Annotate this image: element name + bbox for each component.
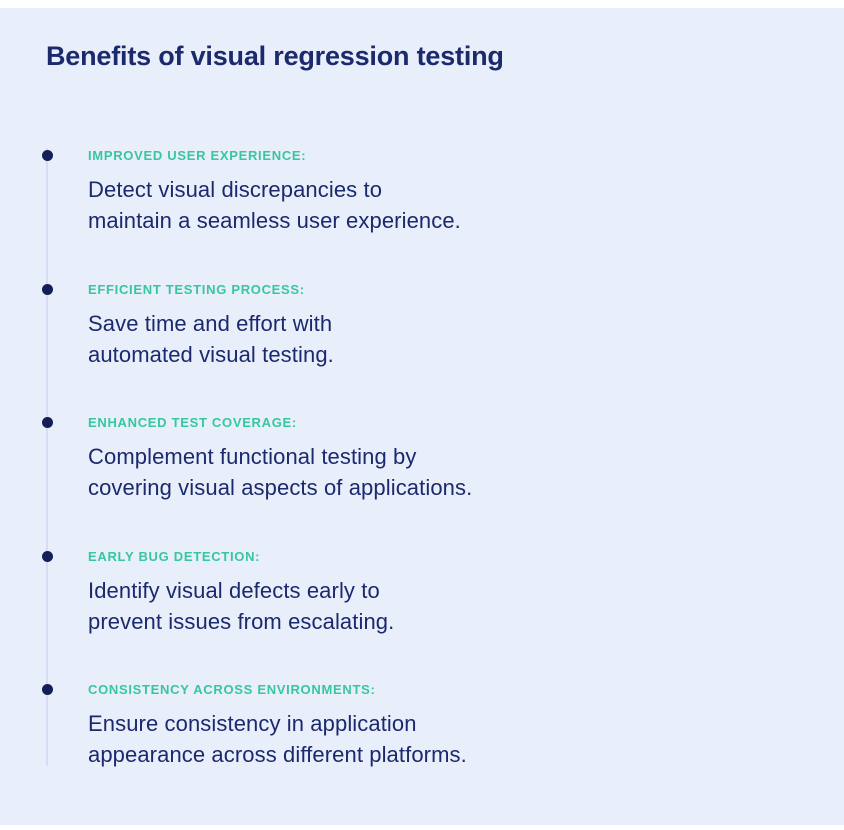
benefit-body: Save time and effort with automated visu…	[88, 308, 844, 370]
benefit-item-enhanced-test-coverage: ENHANCED TEST COVERAGE: Complement funct…	[0, 408, 844, 542]
benefit-body-line: maintain a seamless user experience.	[88, 208, 461, 233]
infographic-canvas: Benefits of visual regression testing IM…	[0, 8, 844, 825]
benefit-body-line: Save time and effort with	[88, 310, 333, 336]
benefit-item-early-bug-detection: EARLY BUG DETECTION: Identify visual def…	[0, 542, 844, 676]
benefit-heading: IMPROVED USER EXPERIENCE:	[88, 148, 307, 163]
bullet-dot-icon	[41, 283, 53, 295]
benefit-heading: EARLY BUG DETECTION:	[88, 548, 261, 564]
benefits-list: IMPROVED USER EXPERIENCE: Detect visual …	[0, 141, 844, 809]
bullet-dot-icon	[41, 550, 53, 562]
benefit-body: Identify visual defects early to prevent…	[88, 575, 844, 637]
timeline-connector-line	[46, 148, 48, 766]
benefit-item-efficient-testing-process: EFFICIENT TESTING PROCESS: Save time and…	[0, 275, 844, 409]
benefit-body: Detect visual discrepancies to maintain …	[88, 174, 844, 236]
bullet-dot-icon	[41, 150, 53, 161]
benefit-body-line: prevent issues from escalating.	[88, 608, 395, 634]
benefit-heading: ENHANCED TEST COVERAGE:	[88, 415, 297, 430]
benefit-body-line: Detect visual discrepancies to	[88, 177, 383, 202]
benefit-body-line: covering visual aspects of applications.	[88, 475, 473, 500]
bullet-dot-icon	[41, 684, 53, 695]
benefit-body: Ensure consistency in application appear…	[88, 708, 844, 770]
page-title: Benefits of visual regression testing	[46, 41, 504, 71]
benefit-item-improved-user-experience: IMPROVED USER EXPERIENCE: Detect visual …	[0, 141, 844, 275]
benefit-item-consistency-across-environments: CONSISTENCY ACROSS ENVIRONMENTS: Ensure …	[0, 675, 844, 809]
benefit-heading: CONSISTENCY ACROSS ENVIRONMENTS:	[88, 682, 376, 697]
benefit-heading: EFFICIENT TESTING PROCESS:	[88, 281, 305, 297]
benefit-body: Complement functional testing by coverin…	[88, 441, 844, 503]
benefit-body-line: Ensure consistency in application	[88, 711, 417, 736]
benefit-body-line: appearance across different platforms.	[88, 742, 467, 767]
benefit-body-line: Identify visual defects early to	[88, 577, 380, 603]
benefit-body-line: Complement functional testing by	[88, 444, 417, 469]
benefit-body-line: automated visual testing.	[88, 341, 334, 367]
bullet-dot-icon	[41, 417, 53, 428]
